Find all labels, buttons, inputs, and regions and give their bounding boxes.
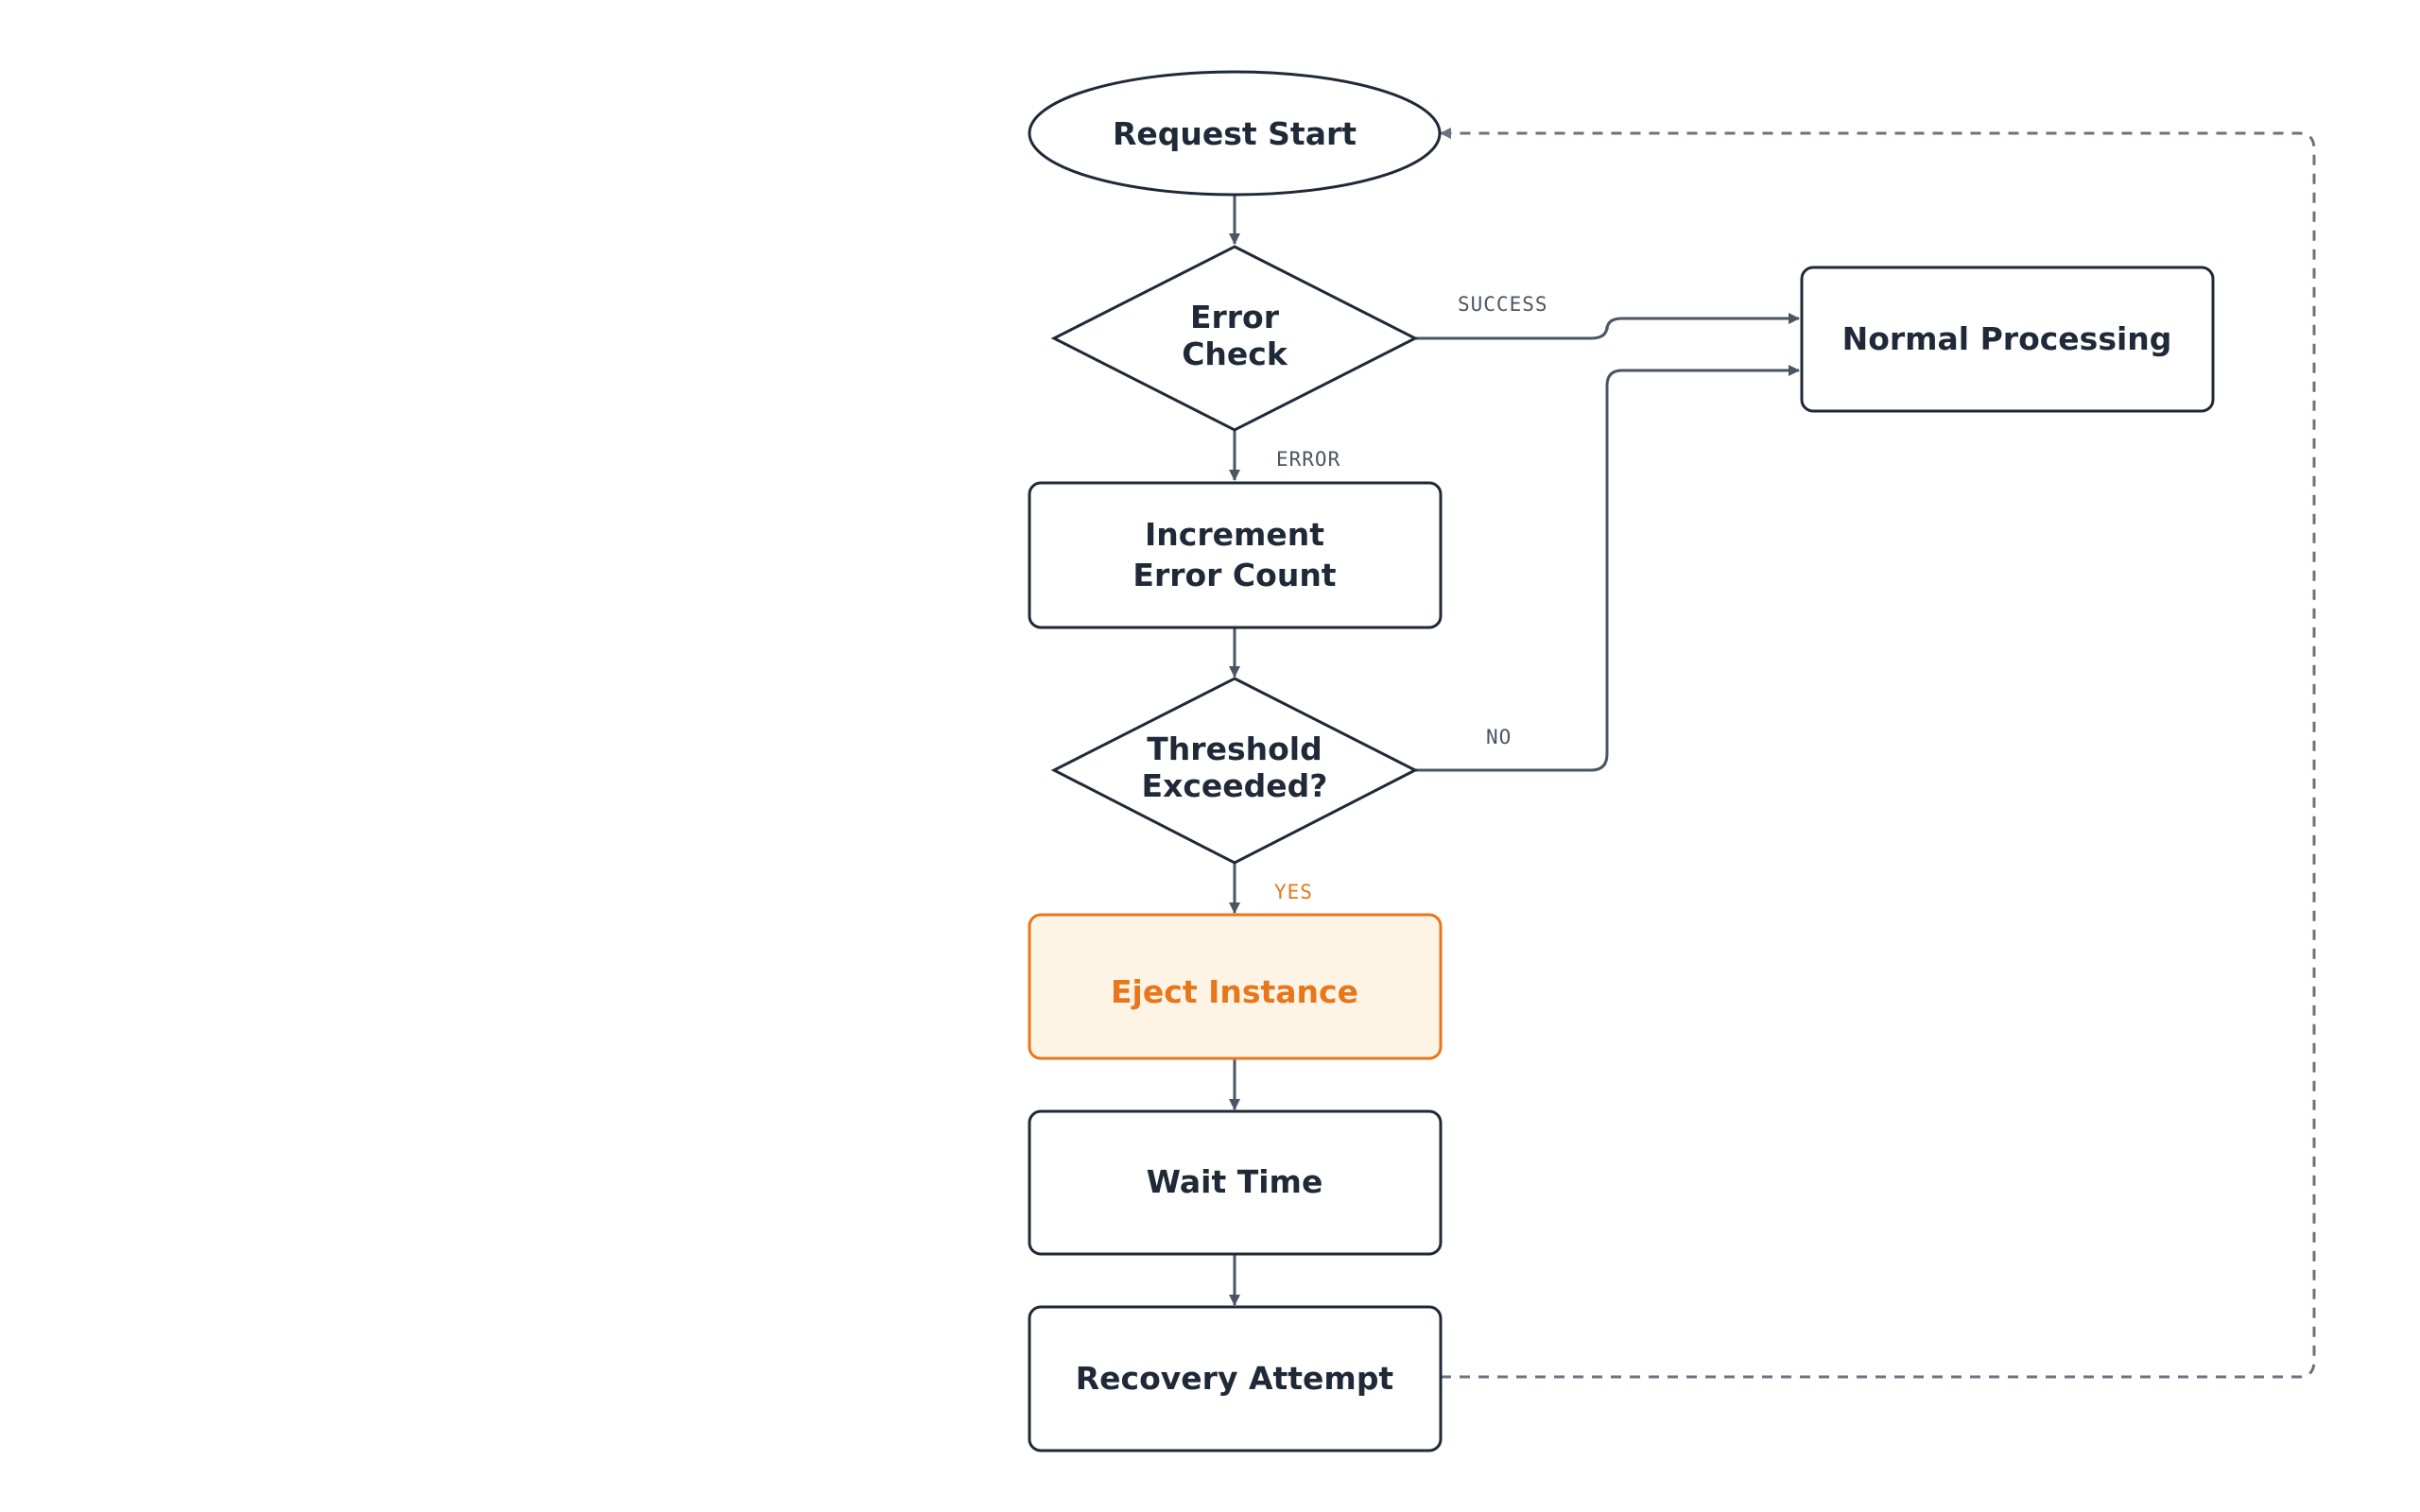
node-recovery-attempt-shape (1028, 1305, 1443, 1452)
connectors (1229, 128, 2316, 1379)
node-increment-error-count: Increment Error Count (1028, 481, 1443, 629)
node-error-check-shape (1050, 245, 1419, 432)
node-increment-error-count-label-line-2: Error Count (1132, 557, 1336, 593)
node-threshold-exceeded-shape (1050, 677, 1419, 865)
node-eject-instance-label: Eject Instance (1111, 973, 1358, 1010)
node-threshold-exceeded-label-line-2: Exceeded? (1142, 767, 1328, 804)
edge-label-yes: YES (1274, 881, 1313, 903)
node-normal-processing: Normal Processing (1800, 266, 2215, 413)
node-normal-processing-label: Normal Processing (1842, 320, 2172, 357)
edge-error-check-to-normal-processing (1415, 313, 1800, 340)
edge-label-success: SUCCESS (1458, 293, 1548, 316)
node-normal-processing-shape (1800, 266, 2215, 413)
node-increment-error-count-shape (1028, 481, 1443, 629)
edge-labels: SUCCESS ERROR NO YES (1274, 293, 1548, 903)
node-threshold-exceeded-label-line-1: Threshold (1147, 730, 1322, 767)
node-request-start: Request Start (1028, 70, 1442, 197)
node-wait-time: Wait Time (1028, 1109, 1443, 1256)
node-eject-instance: Eject Instance (1028, 913, 1443, 1060)
node-wait-time-label: Wait Time (1147, 1163, 1323, 1200)
edge-threshold-to-normal-processing (1415, 365, 1800, 772)
node-increment-error-count-label-line-1: Increment (1145, 516, 1324, 553)
node-error-check-label-line-1: Error (1190, 299, 1280, 335)
node-error-check: Error Check (1050, 245, 1419, 432)
edge-label-no: NO (1486, 726, 1512, 748)
node-recovery-attempt-label: Recovery Attempt (1076, 1360, 1394, 1397)
node-threshold-exceeded: Threshold Exceeded? (1050, 677, 1419, 865)
node-request-start-shape (1028, 70, 1442, 197)
edge-label-error: ERROR (1276, 448, 1340, 471)
node-eject-instance-shape (1028, 913, 1443, 1060)
node-recovery-attempt: Recovery Attempt (1028, 1305, 1443, 1452)
node-wait-time-shape (1028, 1109, 1443, 1256)
node-request-start-label: Request Start (1113, 115, 1357, 152)
node-error-check-label-line-2: Check (1182, 335, 1288, 372)
